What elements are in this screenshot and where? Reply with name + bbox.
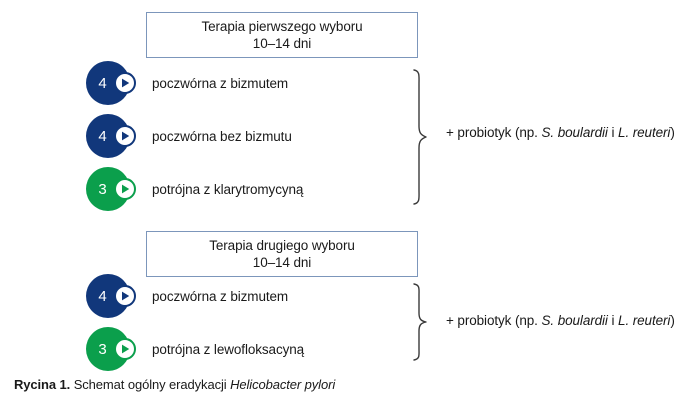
regimen-label: poczwórna z bizmutem: [152, 75, 289, 91]
probiotic-species-boulardii: S. boulardii: [541, 125, 608, 140]
badge-drug-count: 4: [98, 127, 107, 145]
figure-caption-text: Schemat ogólny eradykacji: [70, 377, 231, 392]
badge-drug-count: 4: [98, 74, 107, 92]
regimen-row[interactable]: 4 poczwórna bez bizmutu: [86, 113, 292, 159]
probiotic-note-suffix: ): [670, 125, 675, 140]
therapy-box-duration: 10–14 dni: [252, 36, 312, 51]
regimen-label: potrójna z klarytromycyną: [152, 181, 304, 197]
therapy-box-title: Terapia drugiego wyboru: [209, 237, 355, 253]
regimen-row[interactable]: 4 poczwórna z bizmutem: [86, 273, 288, 319]
probiotic-species-boulardii: S. boulardii: [541, 313, 608, 328]
regimen-badge: 4: [86, 274, 136, 318]
badge-drug-count: 3: [98, 340, 107, 358]
therapy-box-first-line: Terapia pierwszego wyboru 10–14 dni: [146, 12, 418, 58]
regimen-label: poczwórna z bizmutem: [152, 288, 289, 304]
regimen-row[interactable]: 4 poczwórna z bizmutem: [86, 60, 288, 106]
probiotic-note-conjunction: i: [607, 313, 619, 328]
probiotic-note-prefix: + probiotyk (np.: [446, 125, 542, 140]
play-triangle-icon[interactable]: [114, 125, 136, 147]
play-triangle-icon[interactable]: [114, 178, 136, 200]
curly-brace-icon: [408, 282, 430, 362]
probiotic-species-reuteri: L. reuteri: [618, 313, 671, 328]
probiotic-species-reuteri: L. reuteri: [618, 125, 671, 140]
play-triangle-icon[interactable]: [114, 285, 136, 307]
regimen-badge: 4: [86, 61, 136, 105]
badge-drug-count: 3: [98, 180, 107, 198]
therapy-box-title: Terapia pierwszego wyboru: [201, 18, 363, 34]
probiotic-note: + probiotyk (np. S. boulardii i L. reute…: [446, 313, 675, 328]
regimen-badge: 3: [86, 167, 136, 211]
regimen-label: poczwórna bez bizmutu: [152, 128, 292, 144]
figure-caption-label: Rycina 1.: [14, 377, 71, 392]
therapy-box-second-line: Terapia drugiego wyboru 10–14 dni: [146, 231, 418, 277]
regimen-badge: 3: [86, 327, 136, 371]
play-triangle-icon[interactable]: [114, 338, 136, 360]
therapy-box-duration: 10–14 dni: [252, 255, 312, 270]
regimen-row[interactable]: 3 potrójna z lewofloksacyną: [86, 326, 304, 372]
play-triangle-icon[interactable]: [114, 72, 136, 94]
regimen-label: potrójna z lewofloksacyną: [152, 341, 305, 357]
curly-brace-icon: [408, 68, 430, 206]
badge-drug-count: 4: [98, 287, 107, 305]
probiotic-note-conjunction: i: [607, 125, 619, 140]
figure-caption: Rycina 1. Schemat ogólny eradykacji Heli…: [14, 377, 335, 392]
probiotic-note-suffix: ): [670, 313, 675, 328]
regimen-row[interactable]: 3 potrójna z klarytromycyną: [86, 166, 303, 212]
probiotic-note-prefix: + probiotyk (np.: [446, 313, 542, 328]
regimen-badge: 4: [86, 114, 136, 158]
figure-caption-species: Helicobacter pylori: [230, 377, 336, 392]
probiotic-note: + probiotyk (np. S. boulardii i L. reute…: [446, 125, 675, 140]
